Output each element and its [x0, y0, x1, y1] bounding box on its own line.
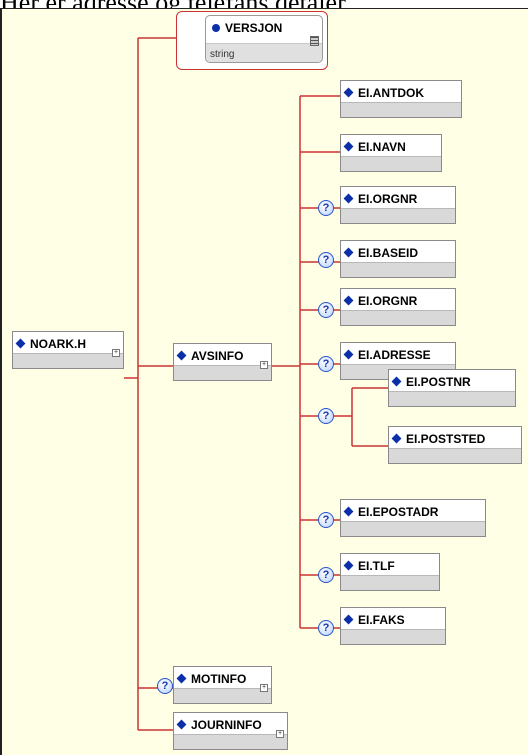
journinfo-node[interactable]: JOURNINFO +: [173, 712, 288, 750]
optional-icon: ?: [318, 356, 334, 372]
element-diamond-icon: [343, 141, 354, 152]
ei-orgnr-label: EI.ORGNR: [358, 192, 418, 206]
ei-antdok-label: EI.ANTDOK: [358, 86, 424, 100]
avsinfo-node[interactable]: AVSINFO +: [173, 343, 272, 381]
ei-tlf-label: EI.TLF: [358, 559, 395, 573]
motinfo-label: MOTINFO: [191, 672, 247, 686]
optional-icon: ?: [318, 302, 334, 318]
ei-epostadr-label: EI.EPOSTADR: [358, 505, 439, 519]
element-diamond-icon: [391, 376, 402, 387]
element-diamond-icon: [15, 338, 26, 349]
element-diamond-icon: [343, 295, 354, 306]
ei-antdok-node[interactable]: EI.ANTDOK: [340, 80, 462, 118]
ei-baseid-node[interactable]: EI.BASEID: [340, 240, 456, 278]
ei-poststed-node[interactable]: EI.POSTSTED: [388, 426, 522, 464]
element-diamond-icon: [176, 673, 187, 684]
ei-poststed-label: EI.POSTSTED: [406, 432, 486, 446]
ei-navn-label: EI.NAVN: [358, 140, 406, 154]
expand-icon[interactable]: +: [112, 349, 120, 357]
element-diamond-icon: [343, 506, 354, 517]
versjon-box: VERSJON string: [205, 15, 323, 63]
element-diamond-icon: [343, 614, 354, 625]
element-diamond-icon: [343, 193, 354, 204]
versjon-type: string: [210, 49, 235, 60]
attribute-details-icon[interactable]: [310, 36, 319, 46]
optional-icon: ?: [318, 200, 334, 216]
ei-adresse-label: EI.ADRESSE: [358, 348, 431, 362]
optional-icon: ?: [318, 512, 334, 528]
noark-h-node[interactable]: NOARK.H +: [12, 331, 124, 369]
element-diamond-icon: [343, 560, 354, 571]
element-diamond-icon: [343, 247, 354, 258]
expand-icon[interactable]: +: [260, 684, 268, 692]
element-diamond-icon: [176, 719, 187, 730]
optional-icon: ?: [157, 678, 173, 694]
versjon-label: VERSJON: [225, 21, 283, 35]
ei-postnr-node[interactable]: EI.POSTNR: [388, 369, 516, 407]
optional-icon: ?: [318, 620, 334, 636]
motinfo-node[interactable]: MOTINFO +: [173, 666, 272, 704]
optional-icon: ?: [318, 567, 334, 583]
ei-postnr-label: EI.POSTNR: [406, 375, 471, 389]
ei-faks-node[interactable]: EI.FAKS: [340, 607, 446, 645]
expand-icon[interactable]: +: [260, 361, 268, 369]
element-diamond-icon: [176, 350, 187, 361]
element-diamond-icon: [343, 87, 354, 98]
versjon-attribute[interactable]: VERSJON string: [176, 11, 328, 70]
ei-orgnr-2-label: EI.ORGNR: [358, 294, 418, 308]
avsinfo-label: AVSINFO: [191, 349, 244, 363]
ei-tlf-node[interactable]: EI.TLF: [340, 553, 440, 591]
journinfo-label: JOURNINFO: [191, 718, 262, 732]
ei-navn-node[interactable]: EI.NAVN: [340, 134, 442, 172]
element-diamond-icon: [391, 433, 402, 444]
noark-h-label: NOARK.H: [30, 337, 86, 351]
ei-epostadr-node[interactable]: EI.EPOSTADR: [340, 499, 486, 537]
optional-icon: ?: [318, 252, 334, 268]
optional-choice-icon: ?: [318, 408, 334, 424]
ei-orgnr-2-node[interactable]: EI.ORGNR: [340, 288, 456, 326]
ei-orgnr-node[interactable]: EI.ORGNR: [340, 186, 456, 224]
expand-icon[interactable]: +: [276, 730, 284, 738]
attribute-dot-icon: [212, 24, 220, 32]
element-diamond-icon: [343, 349, 354, 360]
ei-baseid-label: EI.BASEID: [358, 246, 419, 260]
ei-faks-label: EI.FAKS: [358, 613, 405, 627]
